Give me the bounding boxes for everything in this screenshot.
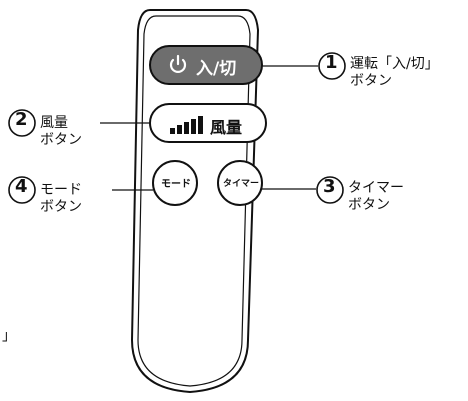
stray-bracket: 」	[2, 328, 16, 344]
timer-button-shape	[217, 160, 263, 206]
callout-2-line2: ボタン	[40, 132, 82, 148]
callout-2-text: 風量 ボタン	[40, 115, 82, 149]
mode-button[interactable]: モード	[156, 175, 196, 190]
callout-1-circle	[318, 52, 346, 80]
fan-button-shape	[149, 103, 267, 143]
power-button[interactable]: 入/切	[196, 54, 236, 79]
callout-2-circle	[8, 109, 36, 137]
callout-3-line2: ボタン	[348, 197, 390, 213]
callout-3-circle	[316, 176, 344, 204]
remote-inner-outline	[137, 15, 251, 387]
power-icon	[169, 54, 187, 73]
callout-3-line1: タイマー	[348, 180, 404, 196]
callout-1-number: 1	[325, 52, 338, 73]
callout-4-text: モード ボタン	[40, 182, 82, 216]
callout-1-line1: 運転「入/切」	[350, 56, 439, 72]
mode-button-shape	[152, 160, 198, 206]
callout-1-line2: ボタン	[350, 73, 392, 89]
fan-button[interactable]: 風量	[210, 114, 242, 138]
callout-4-line2: ボタン	[40, 199, 82, 215]
timer-button-label: タイマー	[222, 179, 259, 189]
callout-4-line1: モード	[40, 182, 82, 198]
power-button-label: 入/切	[196, 59, 237, 79]
mode-button-label: モード	[161, 179, 191, 190]
callout-1-text: 運転「入/切」 ボタン	[350, 56, 439, 90]
callout-4-number: 4	[15, 176, 28, 197]
callout-3-text: タイマー ボタン	[348, 180, 404, 214]
fan-button-label: 風量	[210, 118, 243, 137]
callout-2-number: 2	[15, 109, 28, 130]
callout-4-circle	[8, 176, 36, 204]
callout-3-number: 3	[323, 176, 336, 197]
timer-button[interactable]: タイマー	[220, 176, 262, 189]
callout-2-line1: 風量	[40, 115, 68, 131]
signal-bars-icon	[170, 116, 203, 134]
